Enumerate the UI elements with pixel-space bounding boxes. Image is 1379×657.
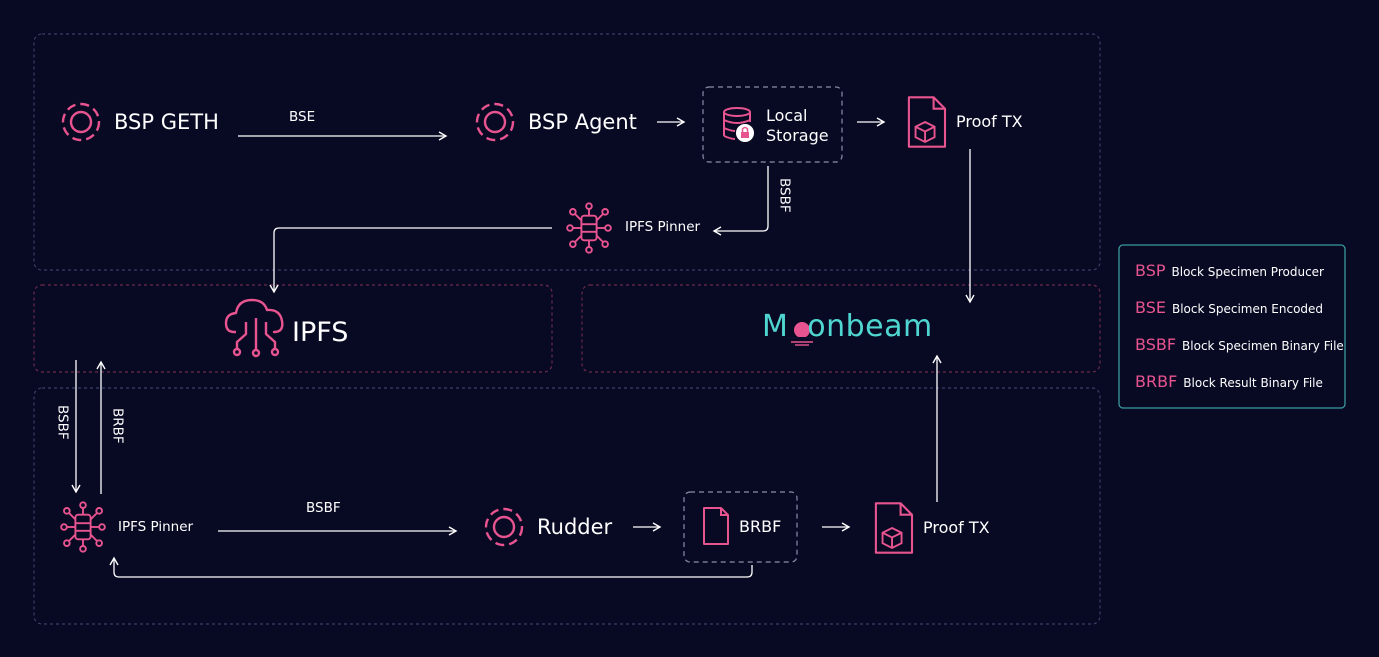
ipfs-pinner-bottom-icon: [60, 501, 106, 553]
legend-desc: Block Specimen Binary File: [1182, 339, 1344, 353]
bsbf-bottom-edge-label: BSBF: [306, 500, 341, 516]
moonbeam-logo-mark: [788, 322, 816, 346]
proof-tx-top-label: Proof TX: [956, 112, 1023, 131]
legend-abbr: BSP: [1135, 261, 1166, 280]
legend-desc: Block Result Binary File: [1183, 376, 1323, 390]
brbf-file-label: BRBF: [739, 517, 782, 536]
legend-item-brbf: BRBF Block Result Binary File: [1135, 374, 1323, 390]
edge-storage-to-pinner: [712, 166, 769, 236]
rudder-label: Rudder: [537, 515, 613, 539]
edge-pinner-to-ipfs: [269, 227, 552, 294]
moonbeam-section-box: [581, 284, 1101, 373]
bottom-section-box: [33, 387, 1101, 625]
ipfs-pinner-bottom-label: IPFS Pinner: [118, 519, 194, 535]
legend-abbr: BSBF: [1135, 335, 1177, 354]
bsbf-top-edge-label: BSBF: [776, 178, 793, 213]
top-section-box: [33, 33, 1101, 271]
legend-item-bsbf: BSBF Block Specimen Binary File: [1135, 337, 1344, 353]
proof-tx-bottom-label: Proof TX: [923, 518, 990, 537]
legend-abbr: BSE: [1135, 298, 1166, 317]
legend-box: [1118, 244, 1346, 409]
proof-tx-top-file-icon: [907, 96, 947, 148]
local-storage-box: [702, 86, 843, 163]
ipfs-pinner-top-label: IPFS Pinner: [625, 219, 701, 235]
rudder-gear-icon: [484, 507, 524, 547]
proof-tx-bottom-file-icon: [874, 502, 914, 554]
brbf-file-icon: [703, 507, 729, 545]
brbf-file-box: [683, 491, 798, 563]
bsbf-down-edge-label: BSBF: [54, 405, 71, 440]
edge-brbf-to-pinner: [109, 556, 753, 578]
legend-desc: Block Specimen Producer: [1171, 265, 1324, 279]
ipfs-pinner-top-icon: [566, 202, 612, 254]
bsp-geth-label: BSP GETH: [114, 110, 219, 134]
legend-item-bse: BSE Block Specimen Encoded: [1135, 300, 1323, 316]
bse-edge-label: BSE: [289, 109, 316, 125]
bsp-agent-label: BSP Agent: [528, 110, 637, 134]
local-storage-label-2: Storage: [766, 126, 829, 145]
brbf-up-edge-label: BRBF: [109, 408, 126, 444]
bsp-geth-gear-icon: [61, 102, 101, 142]
moonbeam-label: Moonbeam: [762, 309, 933, 344]
ipfs-cloud-icon: [224, 298, 284, 358]
database-lock-icon: [723, 107, 754, 142]
legend-abbr: BRBF: [1135, 372, 1178, 391]
bsp-agent-gear-icon: [475, 102, 515, 142]
legend-item-bsp: BSP Block Specimen Producer: [1135, 263, 1324, 279]
legend-desc: Block Specimen Encoded: [1171, 302, 1324, 316]
local-storage-label-1: Local: [766, 106, 808, 125]
ipfs-label: IPFS: [292, 317, 349, 348]
ipfs-section-box: [33, 284, 553, 373]
